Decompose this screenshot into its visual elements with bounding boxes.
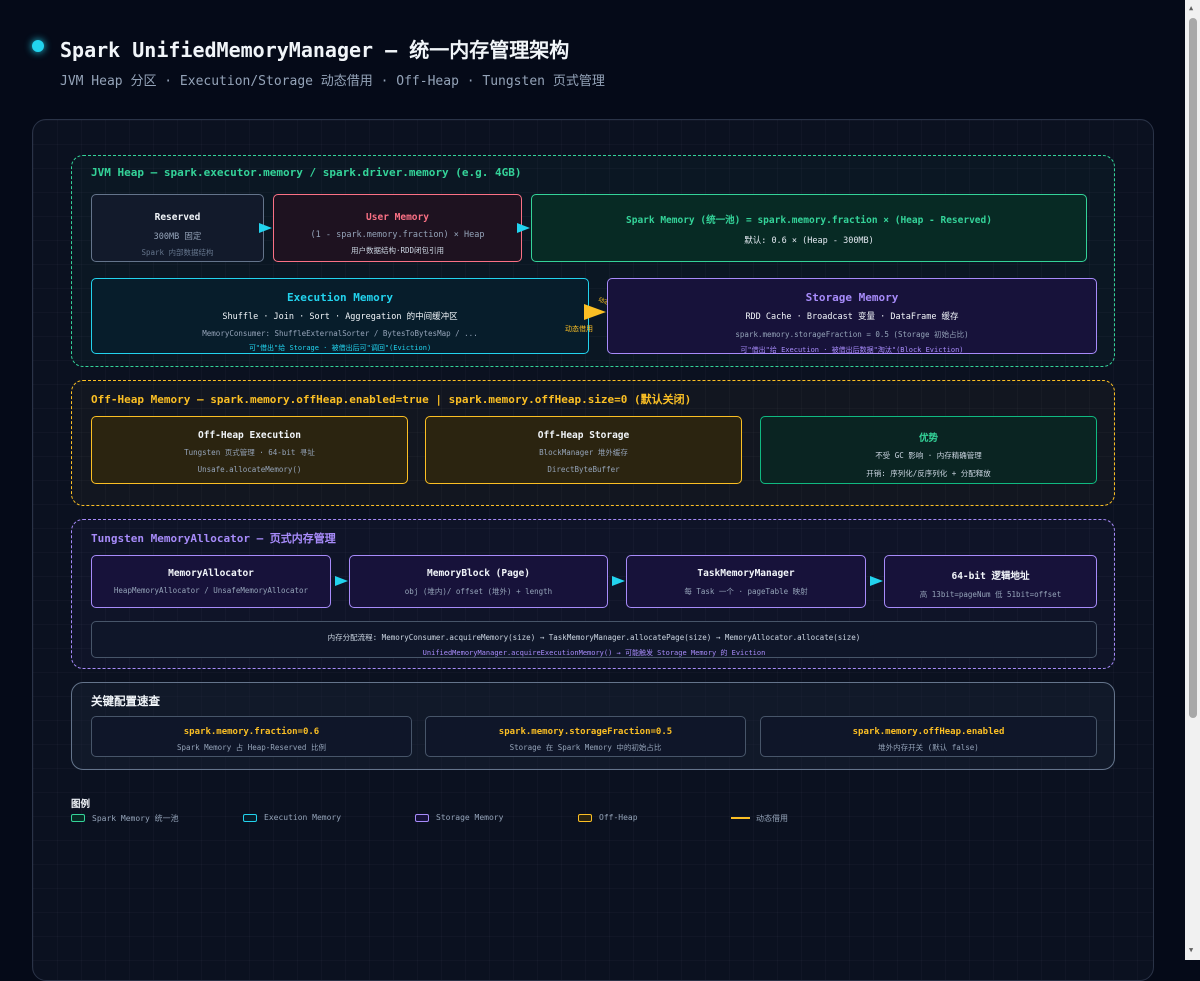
offheap-storage-line: BlockManager 堆外缓存 [539,448,628,457]
storage-memory-title: Storage Memory [805,291,899,304]
spark-memory-box: Spark Memory (统一池) = spark.memory.fracti… [531,194,1087,262]
storage-memory-line: RDD Cache · Broadcast 变量 · DataFrame 缓存 [745,312,959,322]
memory-block-title: MemoryBlock (Page) [427,568,530,579]
scroll-down-icon[interactable]: ▼ [1189,946,1194,954]
offheap-advantage-box: 优势 不受 GC 影响 · 内存精确管理 开销: 序列化/反序列化 + 分配释放 [760,416,1097,484]
legend-item-storage: Storage Memory [436,813,504,822]
allocation-flow-note: UnifiedMemoryManager.acquireExecutionMem… [422,649,766,657]
memory-allocator-title: MemoryAllocator [168,568,254,579]
reserved-line: 300MB 固定 [153,232,202,242]
legend-swatch-spark [71,814,85,822]
legend-swatch-offheap [578,814,592,822]
execution-memory-box: Execution Memory Shuffle · Join · Sort ·… [91,278,589,354]
status-dot-icon [32,40,44,52]
config-key: spark.memory.offHeap.enabled [852,727,1005,737]
config-item: spark.memory.fraction=0.6 Spark Memory 占… [91,716,412,757]
user-memory-box: User Memory (1 - spark.memory.fraction) … [273,194,522,262]
tungsten-title: Tungsten MemoryAllocator — 页式内存管理 [91,532,336,545]
arrow-right-icon [259,223,272,233]
storage-memory-box: Storage Memory RDD Cache · Broadcast 变量 … [607,278,1097,354]
task-memory-manager-title: TaskMemoryManager [697,568,795,579]
config-item: spark.memory.storageFraction=0.5 Storage… [425,716,746,757]
config-desc: Spark Memory 占 Heap-Reserved 比例 [177,743,326,752]
scroll-up-icon[interactable]: ▲ [1189,4,1194,12]
logical-address-line: 高 13bit=pageNum 低 51bit=offset [919,590,1062,599]
offheap-storage-title: Off-Heap Storage [537,430,630,441]
page-title: Spark UnifiedMemoryManager — 统一内存管理架构 [60,38,570,62]
user-memory-title: User Memory [366,212,429,223]
legend-item-borrow: 动态借用 [756,814,788,823]
allocation-flow-text: 内存分配流程: MemoryConsumer.acquireMemory(siz… [327,633,861,642]
legend-item-execution: Execution Memory [264,813,342,822]
vertical-scrollbar[interactable]: ▲ ▼ [1185,0,1200,960]
spark-memory-line: 默认: 0.6 × (Heap - 300MB) [744,236,874,246]
execution-memory-line: Shuffle · Join · Sort · Aggregation 的中间缓… [222,312,458,322]
storage-memory-sub: spark.memory.storageFraction = 0.5 (Stor… [735,330,969,339]
config-desc: 堆外内存开关 (默认 false) [878,743,979,752]
storage-memory-note: 可"借出"给 Execution · 被借出后数据"淘汰"(Block Evic… [740,346,964,354]
offheap-execution-line: Tungsten 页式管理 · 64-bit 寻址 [184,448,315,457]
config-item: spark.memory.offHeap.enabled 堆外内存开关 (默认 … [760,716,1097,757]
legend: 图例 Spark Memory 统一池 Execution Memory Sto… [71,794,1115,834]
execution-memory-sub: MemoryConsumer: ShuffleExternalSorter / … [202,329,478,338]
execution-memory-note: 可"借出"给 Storage · 被借出后可"调回"(Eviction) [248,344,432,352]
task-memory-manager-line: 每 Task 一个 · pageTable 映射 [684,587,808,596]
borrow-label: 动态借用 [565,325,593,333]
tungsten-section: Tungsten MemoryAllocator — 页式内存管理 Memory… [71,519,1115,669]
config-desc: Storage 在 Spark Memory 中的初始占比 [509,743,662,752]
offheap-advantage-title: 优势 [918,433,938,444]
config-section: 关键配置速查 spark.memory.fraction=0.6 Spark M… [71,682,1115,770]
allocation-flow-box: 内存分配流程: MemoryConsumer.acquireMemory(siz… [91,621,1097,658]
page-subtitle: JVM Heap 分区 · Execution/Storage 动态借用 · O… [60,74,605,89]
offheap-storage-box: Off-Heap Storage BlockManager 堆外缓存 Direc… [425,416,742,484]
offheap-storage-sub: DirectByteBuffer [547,465,620,474]
memory-allocator-line: HeapMemoryAllocator / UnsafeMemoryAlloca… [113,586,309,595]
reserved-sub: Spark 内部数据结构 [141,248,214,257]
offheap-title: Off-Heap Memory — spark.memory.offHeap.e… [91,393,692,406]
borrow-arrow: 动态... [584,296,621,324]
legend-swatch-borrow [731,817,750,819]
user-memory-line: (1 - spark.memory.fraction) × Heap [310,230,485,240]
jvm-heap-section: JVM Heap — spark.executor.memory / spark… [71,155,1115,367]
borrow-arrow-icon [584,304,606,320]
memory-block-box: MemoryBlock (Page) obj (堆内)/ offset (堆外)… [349,555,608,608]
reserved-title: Reserved [154,212,201,223]
execution-memory-title: Execution Memory [287,291,393,304]
arrow-right-icon [517,223,530,233]
memory-allocator-box: MemoryAllocator HeapMemoryAllocator / Un… [91,555,331,608]
scrollbar-thumb[interactable] [1189,18,1197,718]
legend-item-spark: Spark Memory 统一池 [92,814,179,823]
legend-swatch-storage [415,814,429,822]
arrow-right-icon [612,576,625,586]
offheap-execution-title: Off-Heap Execution [198,430,301,441]
offheap-advantage-line: 不受 GC 影响 · 内存精确管理 [875,451,982,460]
task-memory-manager-box: TaskMemoryManager 每 Task 一个 · pageTable … [626,555,866,608]
config-title: 关键配置速查 [91,694,160,708]
legend-swatch-execution [243,814,257,822]
spark-memory-title: Spark Memory (统一池) = spark.memory.fracti… [626,215,992,226]
offheap-advantage-sub: 开销: 序列化/反序列化 + 分配释放 [866,469,991,478]
arrow-right-icon [335,576,348,586]
page-header: Spark UnifiedMemoryManager — 统一内存管理架构 JV… [0,0,1185,110]
user-memory-sub: 用户数据结构·RDD闭包引用 [350,246,445,255]
memory-block-line: obj (堆内)/ offset (堆外) + length [404,587,553,596]
reserved-box: Reserved 300MB 固定 Spark 内部数据结构 [91,194,264,262]
config-key: spark.memory.fraction=0.6 [183,727,320,737]
legend-title: 图例 [71,799,91,810]
logical-address-title: 64-bit 逻辑地址 [951,571,1030,582]
arrow-right-icon [870,576,883,586]
logical-address-box: 64-bit 逻辑地址 高 13bit=pageNum 低 51bit=offs… [884,555,1097,608]
offheap-execution-sub: Unsafe.allocateMemory() [197,465,302,474]
offheap-section: Off-Heap Memory — spark.memory.offHeap.e… [71,380,1115,506]
legend-item-offheap: Off-Heap [599,813,638,822]
offheap-execution-box: Off-Heap Execution Tungsten 页式管理 · 64-bi… [91,416,408,484]
diagram-panel: JVM Heap — spark.executor.memory / spark… [32,119,1154,981]
config-key: spark.memory.storageFraction=0.5 [498,727,673,737]
jvm-heap-title: JVM Heap — spark.executor.memory / spark… [91,166,522,179]
